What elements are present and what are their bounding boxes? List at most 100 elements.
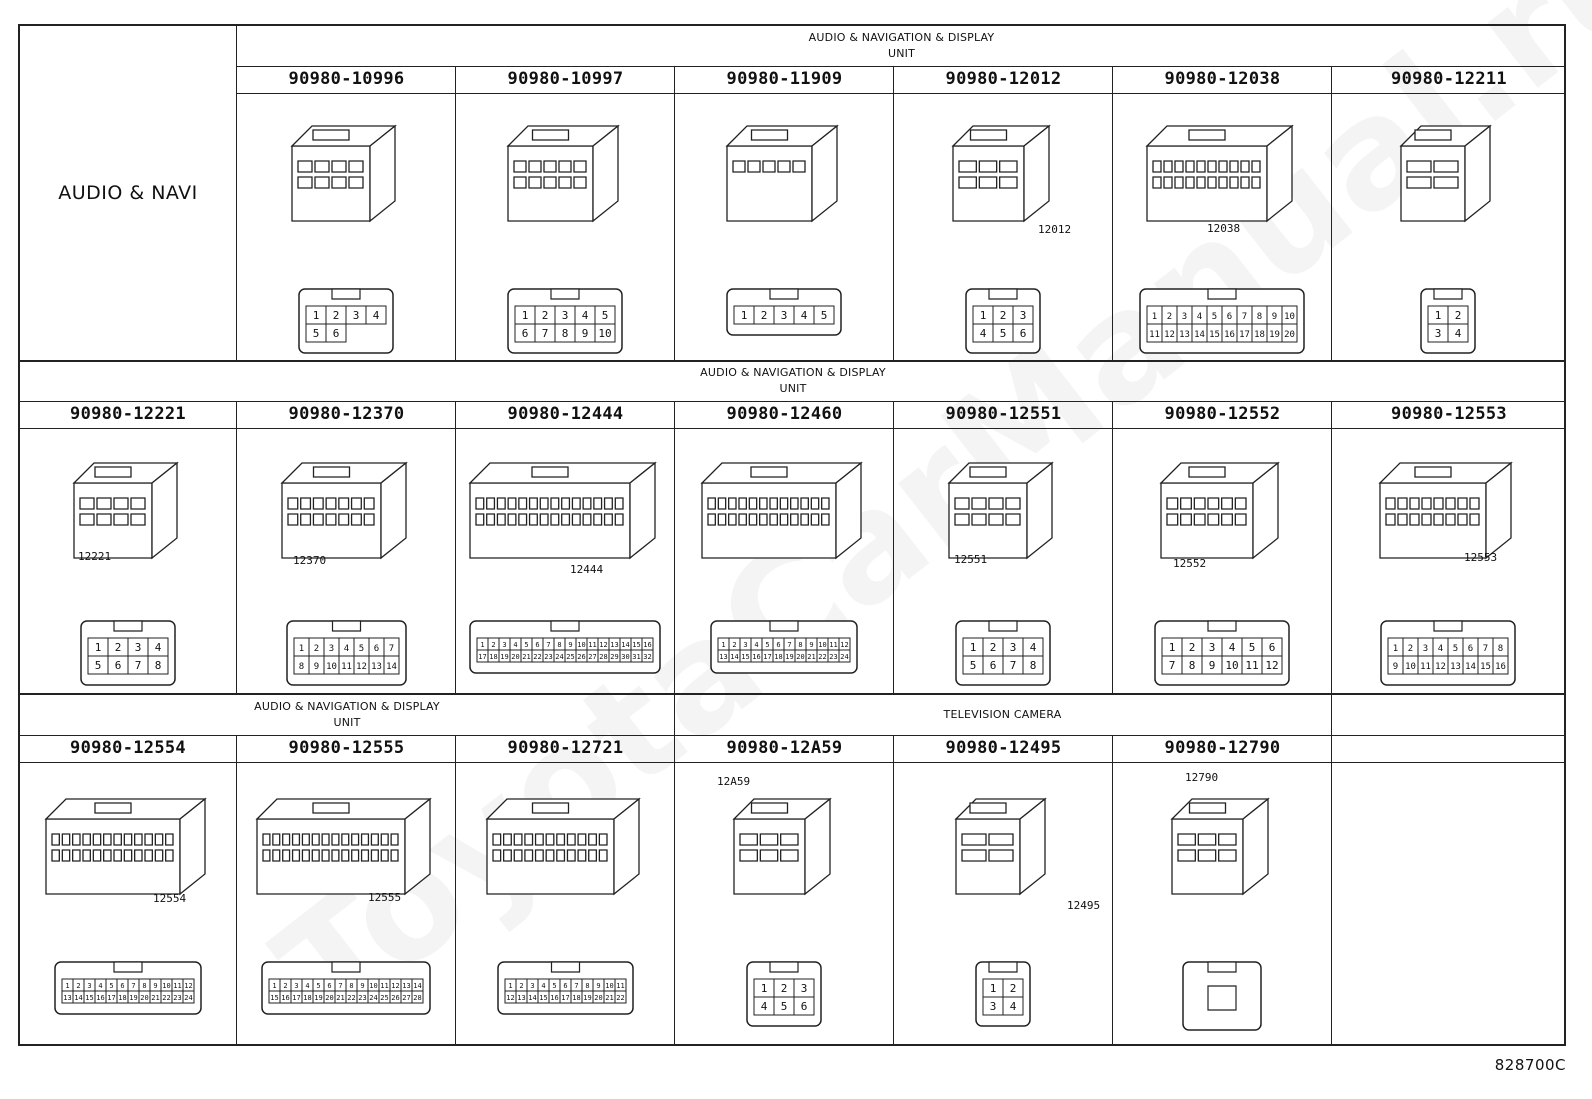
connector-pin-face [1182,961,1262,1031]
grid-line [1331,401,1332,693]
terminal-slot [288,498,298,509]
terminal-slot [298,161,312,172]
pin-number: 3 [328,644,333,654]
terminal-slot [551,498,559,509]
terminal-slot [1252,177,1260,188]
terminal-slot [605,514,613,525]
terminal-slot [760,514,767,525]
terminal-slot [599,834,607,845]
pin-number: 13 [371,662,382,672]
pin-number: 6 [120,982,124,990]
terminal-slot [1407,177,1431,188]
pin-number: 4 [343,644,348,654]
pin-number: 4 [1197,312,1202,322]
terminal-slot [535,850,543,861]
pin-number: 12 [506,994,514,1002]
pin-number: 13 [402,982,410,990]
terminal-slot [62,850,69,861]
pin-number: 12 [1435,662,1446,672]
pin-number: 13 [1179,330,1190,340]
pin-number: 13 [517,994,525,1002]
terminal-slot [760,498,767,509]
connector-code-label: 12551 [954,553,988,566]
pin-number: 27 [402,994,410,1002]
pin-number: 8 [1030,659,1037,672]
pin-number: 1 [1435,309,1442,322]
terminal-slot [718,514,725,525]
pin-number: 18 [303,994,311,1002]
terminal-slot [288,514,298,525]
terminal-slot [740,834,757,845]
terminal-slot [313,498,323,509]
terminal-slot [972,498,986,509]
pin-number: 29 [610,653,618,661]
pin-face-lock [114,621,142,631]
grid-line [237,66,1566,67]
housing-latch [970,130,1006,140]
terminal-slot [476,514,484,525]
pin-number: 16 [643,641,651,649]
pin-number: 20 [511,653,519,661]
terminal-slot [955,498,969,509]
pin-cell [148,656,168,674]
pin-number: 7 [388,644,393,654]
terminal-slot [791,514,798,525]
terminal-slot [497,498,505,509]
row-title: AUDIO & NAVI [58,182,198,204]
terminal-slot [114,498,128,509]
connector-code-label: 12554 [153,892,187,905]
pin-number: 2 [542,309,549,322]
pin-number: 2 [333,309,340,322]
pin-number: 3 [1435,327,1442,340]
terminal-slot [1470,498,1479,509]
pin-face-lock [989,289,1017,299]
terminal-slot [979,161,996,172]
pin-number: 9 [582,327,589,340]
terminal-slot [476,498,484,509]
pin-cell [839,650,850,662]
terminal-slot [1434,514,1443,525]
pin-number: 4 [754,641,758,649]
terminal-slot [524,850,532,861]
housing-side [836,463,861,558]
terminal-slot [493,834,501,845]
pin-face-lock [551,962,579,972]
pin-number: 7 [787,641,791,649]
pin-number: 15 [1209,330,1220,340]
pin-number: 9 [568,641,572,649]
pin-number: 12 [1164,330,1175,340]
terminal-slot [1235,498,1246,509]
pin-number: 16 [1495,662,1506,672]
pin-number: 2 [732,641,736,649]
terminal-slot [729,514,736,525]
terminal-slot [487,514,495,525]
pin-face-lock [332,621,360,631]
pin-number: 4 [1455,327,1462,340]
pin-number: 2 [1167,312,1172,322]
connector-housing-drawing [1142,121,1302,231]
terminal-slot [1181,498,1192,509]
pin-number: 11 [1420,662,1431,672]
pin-number: 18 [118,994,126,1002]
pin-number: 1 [741,309,748,322]
pin-cell [326,324,346,342]
pin-number: 9 [1209,659,1216,672]
connector-housing-drawing [729,794,840,904]
pin-number: 9 [1393,662,1398,672]
pin-number: 3 [1020,309,1027,322]
connector-housing-drawing [1396,121,1500,231]
pin-number: 1 [1169,641,1176,654]
pin-number: 4 [513,641,517,649]
group-label-line: UNIT [779,382,807,395]
part-number: 90980-12444 [507,404,624,424]
connector-housing-drawing [482,794,649,904]
terminal-slot [514,161,526,172]
pin-number: 6 [333,327,340,340]
pin-number: 13 [610,641,618,649]
connector-housing-drawing [951,794,1055,904]
terminal-slot [562,514,570,525]
pin-number: 4 [980,327,987,340]
pin-number: 6 [1227,312,1232,322]
terminal-slot [793,161,805,172]
